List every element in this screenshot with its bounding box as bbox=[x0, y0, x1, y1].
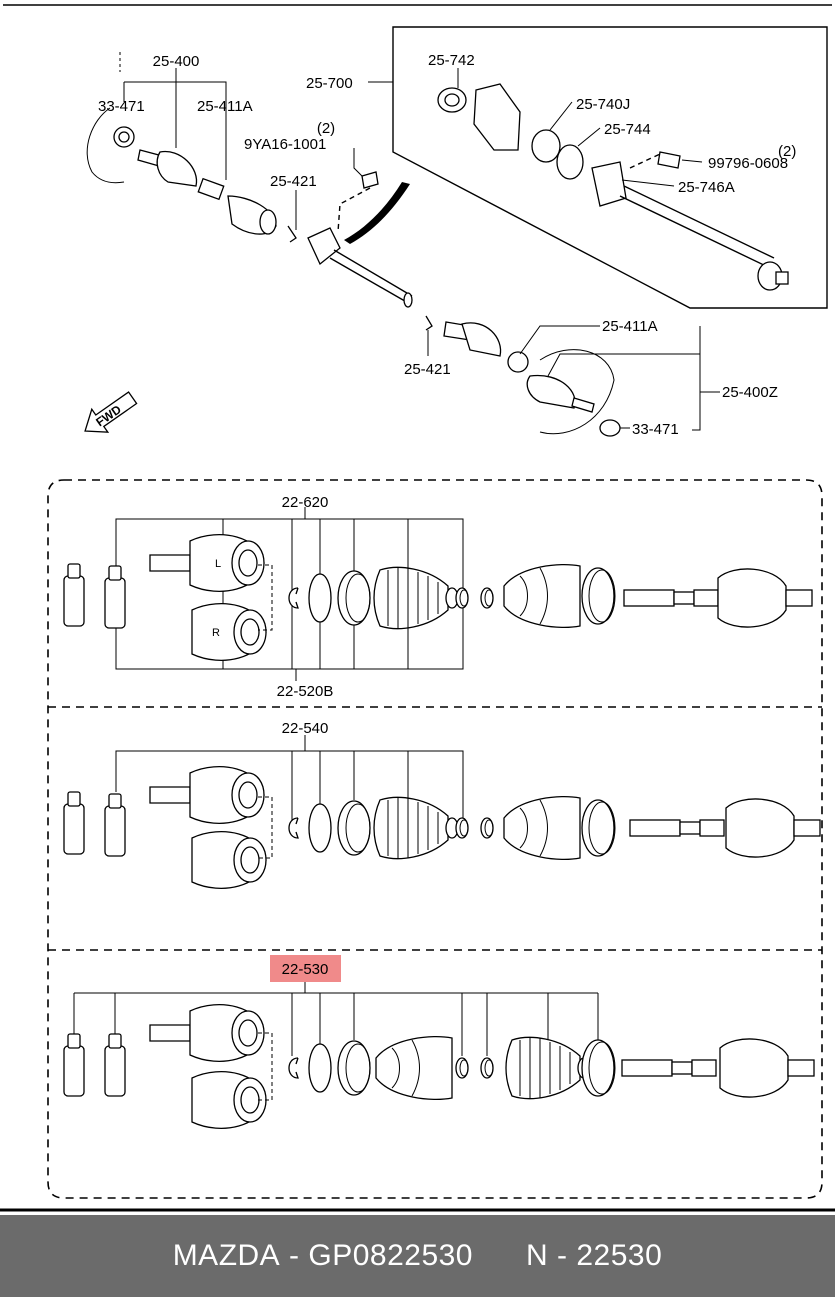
label-22-540: 22-540 bbox=[282, 720, 329, 737]
label-9ya16-1001: 9YA16-1001 bbox=[244, 136, 326, 153]
outer-boot-ref-1 bbox=[503, 563, 581, 629]
footer-sep-1: - bbox=[280, 1239, 309, 1272]
grease-tube-3 bbox=[63, 791, 85, 855]
inner-joint-right bbox=[191, 603, 267, 661]
outer-boot-ref-2 bbox=[503, 795, 581, 861]
right-driveshaft bbox=[425, 315, 621, 437]
label-25-421-right: 25-421 bbox=[404, 361, 451, 378]
small-band-ref-1 bbox=[480, 587, 494, 609]
axle-shaft-ref-3 bbox=[621, 1059, 717, 1077]
snap-ring-1 bbox=[308, 573, 332, 623]
inner-boot-ref-3 bbox=[375, 1035, 453, 1101]
inner-joint-left bbox=[149, 534, 265, 592]
boot-band-1 bbox=[337, 570, 371, 626]
boot-band-3 bbox=[337, 1040, 371, 1096]
kit-25-700-box bbox=[392, 26, 828, 309]
label-qty-2-b: (2) bbox=[778, 143, 796, 160]
small-band-2 bbox=[455, 817, 469, 839]
label-25-400: 25-400 bbox=[153, 53, 200, 70]
label-25-411a-left: 25-411A bbox=[197, 98, 253, 115]
snap-ring-3 bbox=[308, 1043, 332, 1093]
inner-boot-2 bbox=[373, 796, 459, 860]
label-22-620: 22-620 bbox=[282, 494, 329, 511]
axle-shaft-ref-2 bbox=[629, 819, 725, 837]
footer-sep-2: - bbox=[548, 1239, 577, 1272]
circlip-3 bbox=[288, 1057, 299, 1079]
big-band-3 bbox=[581, 1039, 616, 1097]
kits-dashed-frame bbox=[47, 479, 823, 1199]
bearing-housing bbox=[437, 83, 789, 291]
circlip-left bbox=[287, 225, 297, 243]
outer-boot-3 bbox=[505, 1036, 591, 1100]
small-band-1 bbox=[455, 587, 469, 609]
label-25-742: 25-742 bbox=[428, 52, 475, 69]
label-22-530: 22-530 bbox=[282, 961, 329, 978]
axle-shaft-ref-1 bbox=[623, 589, 719, 607]
footer-code-prefix: N bbox=[526, 1239, 549, 1272]
label-99796-0608: 99796-0608 bbox=[708, 155, 788, 172]
label-25-740j: 25-740J bbox=[576, 96, 630, 113]
small-band-4 bbox=[480, 1057, 494, 1079]
joint-r-marker: R bbox=[212, 627, 220, 639]
left-knuckle-outline bbox=[86, 107, 125, 184]
upper-exploded-view: FWD 25-400 33-471 25-411A (2) 9YA16-1001… bbox=[84, 26, 828, 438]
inner-joint-right-3 bbox=[191, 1071, 267, 1129]
big-band-ref-1 bbox=[581, 567, 616, 625]
small-band-3 bbox=[455, 1057, 469, 1079]
grease-tube-4 bbox=[104, 793, 126, 857]
inner-boot-1 bbox=[373, 566, 459, 630]
outer-joint-ref-2 bbox=[725, 798, 821, 858]
label-25-411a-right: 25-411A bbox=[602, 318, 658, 335]
kit-22-620: L R 22-620 22-520B bbox=[63, 494, 813, 700]
grease-tube-2 bbox=[104, 565, 126, 629]
joint-l-marker: L bbox=[215, 558, 221, 570]
small-band-ref-2 bbox=[480, 817, 494, 839]
snap-ring-2 bbox=[308, 803, 332, 853]
circlip-2 bbox=[288, 817, 299, 839]
footer-brand: MAZDA bbox=[172, 1239, 281, 1272]
bolt-9ya16 bbox=[361, 171, 379, 189]
label-25-744: 25-744 bbox=[604, 121, 651, 138]
footer-part-number: GP0822530 bbox=[308, 1239, 473, 1272]
label-33-471-left: 33-471 bbox=[98, 98, 145, 115]
grease-tube-1 bbox=[63, 563, 85, 627]
outer-joint-ref-1 bbox=[717, 568, 813, 628]
part-footer-bar: MAZDA - GP0822530 N - 22530 bbox=[0, 1215, 835, 1297]
label-25-746a: 25-746A bbox=[678, 179, 735, 196]
fwd-arrow-icon: FWD bbox=[84, 391, 138, 433]
grease-tube-5 bbox=[63, 1033, 85, 1097]
label-25-700: 25-700 bbox=[306, 75, 353, 92]
inner-joint-left-3 bbox=[149, 1004, 265, 1062]
big-band-ref-2 bbox=[581, 799, 616, 857]
intermediate-shaft bbox=[307, 227, 413, 308]
circlip-right bbox=[425, 315, 433, 331]
label-33-471-right: 33-471 bbox=[632, 421, 679, 438]
highlight-22-530 bbox=[270, 955, 341, 982]
label-25-400z: 25-400Z bbox=[722, 384, 778, 401]
label-25-421-left: 25-421 bbox=[270, 173, 317, 190]
left-driveshaft bbox=[137, 149, 277, 235]
label-22-520b: 22-520B bbox=[277, 683, 334, 700]
label-qty-2-a: (2) bbox=[317, 120, 335, 137]
direction-arrow bbox=[344, 182, 410, 244]
circlip-1 bbox=[288, 587, 299, 609]
inner-joint-left-2 bbox=[149, 766, 265, 824]
kit-22-540: 22-540 bbox=[63, 720, 821, 889]
footer-gap bbox=[473, 1239, 526, 1273]
grease-tube-6 bbox=[104, 1033, 126, 1097]
parts-diagram: FWD 25-400 33-471 25-411A (2) 9YA16-1001… bbox=[0, 4, 835, 1212]
kit-22-530: 22-530 bbox=[63, 955, 815, 1129]
footer-code: 22530 bbox=[576, 1239, 663, 1272]
inner-joint-right-2 bbox=[191, 831, 267, 889]
outer-joint-ref-3 bbox=[719, 1038, 815, 1098]
boot-band-2 bbox=[337, 800, 371, 856]
